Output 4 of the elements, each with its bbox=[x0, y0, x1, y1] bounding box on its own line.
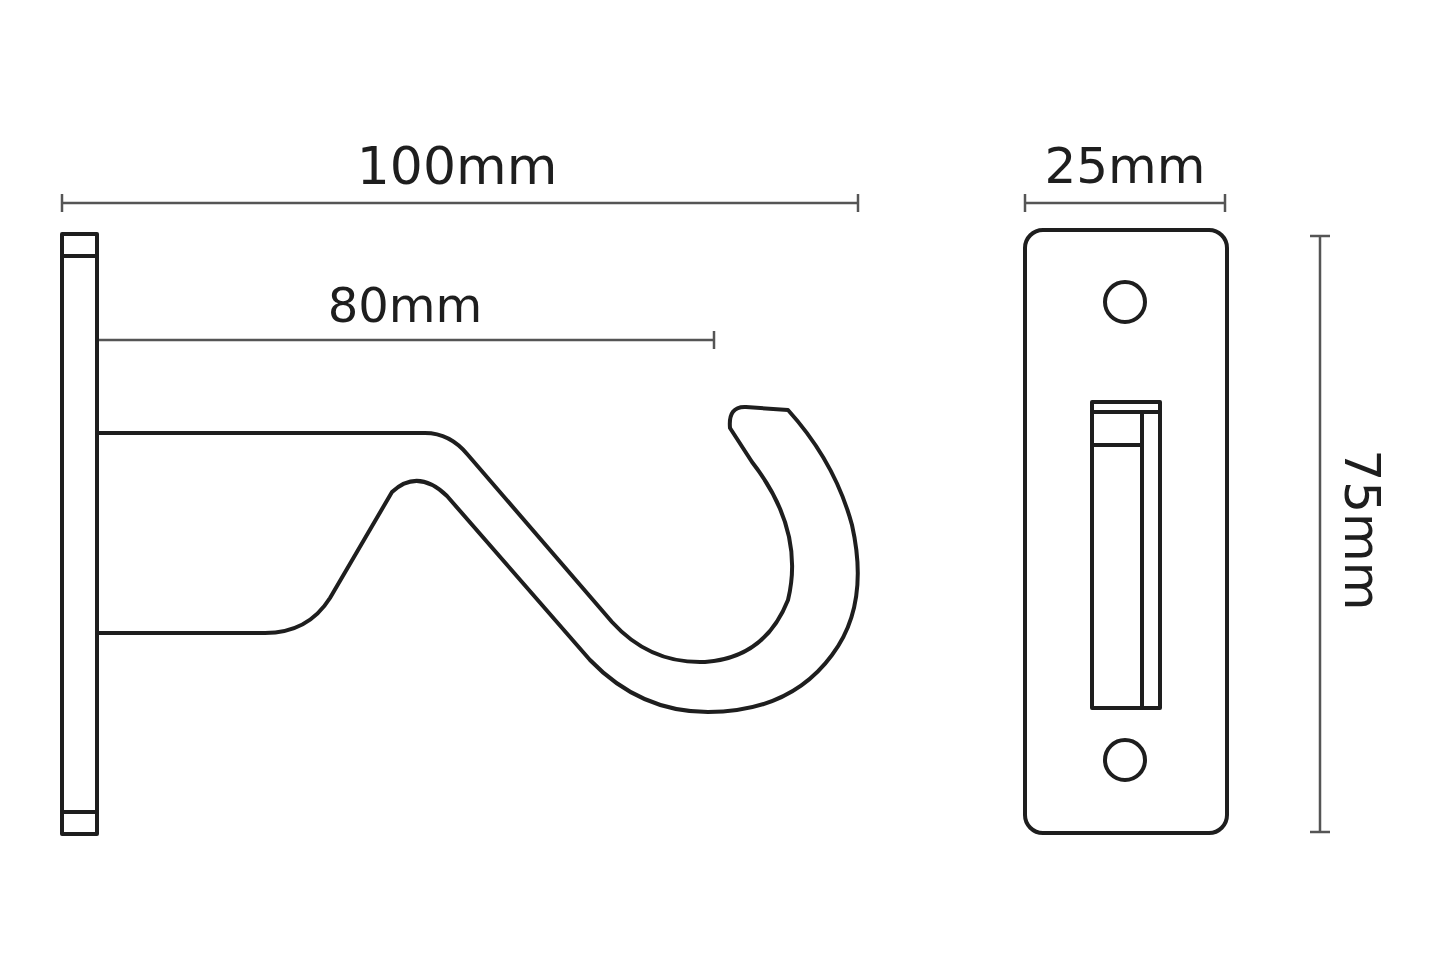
dimension-label: 80mm bbox=[327, 281, 483, 329]
dimension-label: 25mm bbox=[1044, 141, 1206, 191]
dimension-label: 75mm bbox=[1337, 449, 1387, 611]
dimension-label: 100mm bbox=[356, 140, 558, 192]
